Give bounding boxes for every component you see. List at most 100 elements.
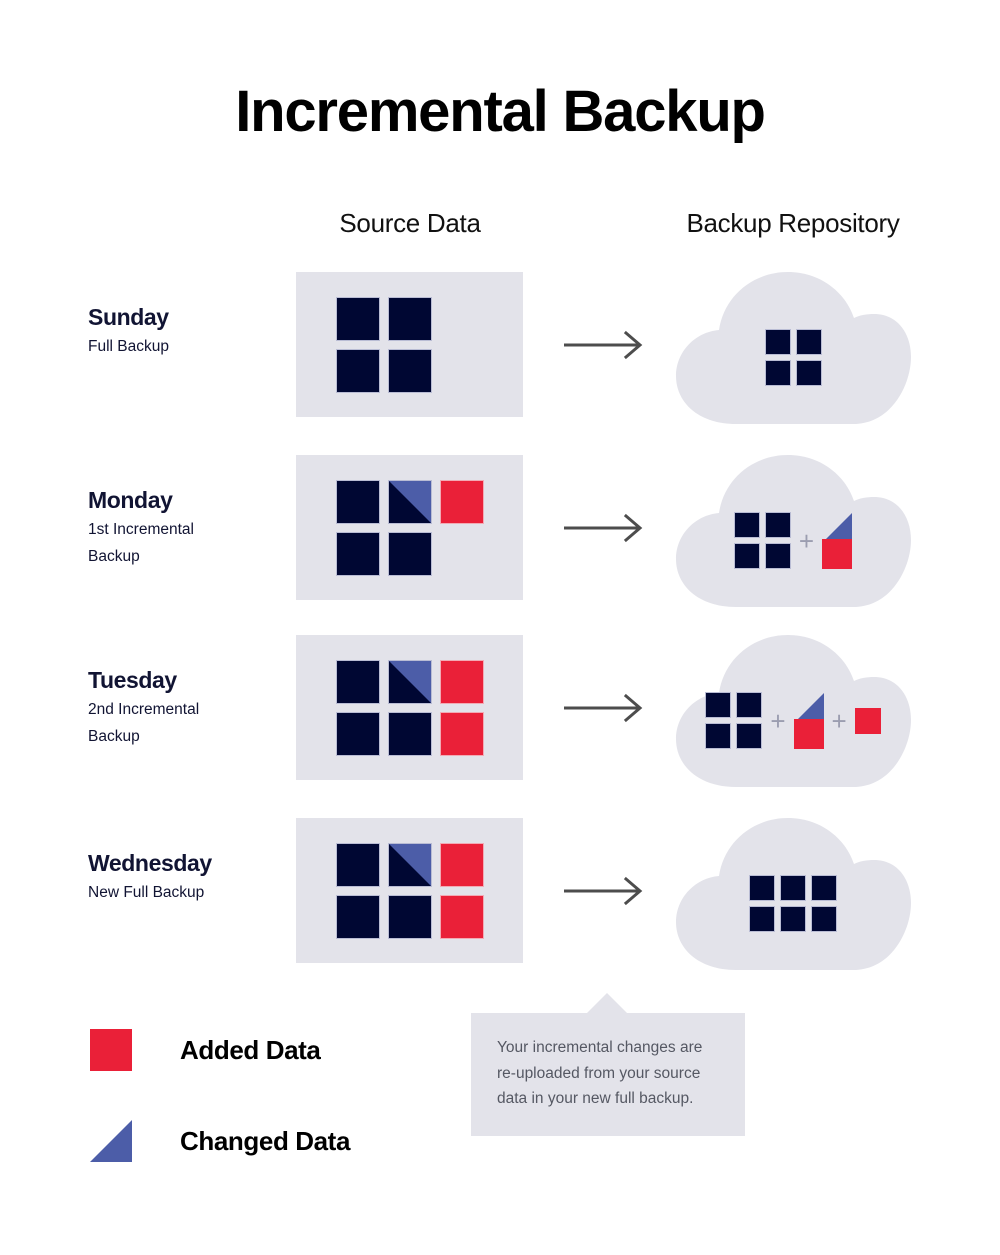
cloud-tile-navy xyxy=(749,906,775,932)
cloud-icon xyxy=(676,635,911,787)
cloud-tile-navy xyxy=(733,512,760,538)
callout-note: Your incremental changes are re-uploaded… xyxy=(471,1013,745,1136)
legend-item-added-data: Added Data xyxy=(90,1029,321,1071)
day-name: Wednesday xyxy=(88,850,212,876)
source-tile-added xyxy=(439,711,484,756)
day-label-sunday: Sunday Full Backup xyxy=(88,304,288,361)
source-tile-empty xyxy=(440,532,484,576)
source-tile-navy xyxy=(387,711,432,756)
arrow-right-icon xyxy=(564,693,643,723)
cloud-tile-grid xyxy=(764,329,822,386)
backup-row-monday: Monday 1st Incremental Backup + xyxy=(0,455,1000,607)
column-header-source-data: Source Data xyxy=(339,208,481,238)
triangle-changed-icon xyxy=(826,512,853,539)
cloud-icon xyxy=(676,455,911,607)
source-tile-grid xyxy=(335,659,484,756)
cloud-tile-added xyxy=(854,707,881,734)
source-tile-navy xyxy=(335,711,380,756)
cloud-tile-navy xyxy=(705,692,732,718)
cloud-content: + + xyxy=(668,627,918,792)
source-tile-changed xyxy=(387,842,432,887)
day-description: New Full Backup xyxy=(88,884,205,902)
source-data-panel-tuesday xyxy=(296,635,523,780)
cloud-tile-added xyxy=(822,538,853,569)
source-tile-added xyxy=(439,842,484,887)
source-tile-navy xyxy=(335,296,380,341)
source-tile-navy xyxy=(335,348,380,393)
day-name: Monday xyxy=(88,487,173,513)
source-tile-empty xyxy=(440,297,484,341)
source-tile-grid xyxy=(335,842,484,939)
source-tile-navy xyxy=(387,296,432,341)
legend-label: Changed Data xyxy=(180,1125,351,1156)
day-name: Sunday xyxy=(88,304,169,330)
cloud-content xyxy=(668,810,918,975)
plus-icon: + xyxy=(798,525,815,556)
arrow-right-icon xyxy=(564,876,643,906)
source-tile-grid xyxy=(335,296,484,393)
cloud-icon xyxy=(676,272,911,424)
arrow-right-icon xyxy=(564,513,643,543)
source-tile-changed xyxy=(387,659,432,704)
source-tile-empty xyxy=(440,349,484,393)
source-data-panel-wednesday xyxy=(296,818,523,963)
legend-item-changed-data: Changed Data xyxy=(90,1120,350,1162)
cloud-tile-navy xyxy=(795,329,822,355)
source-tile-navy xyxy=(335,531,380,576)
source-tile-changed xyxy=(387,479,432,524)
day-description: 2nd Incremental Backup xyxy=(88,701,200,746)
cloud-tile-navy xyxy=(811,875,837,901)
source-tile-grid xyxy=(335,479,484,576)
backup-repository-cloud-wednesday xyxy=(668,810,918,975)
cloud-tile-navy xyxy=(780,875,806,901)
source-tile-added xyxy=(439,894,484,939)
backup-row-sunday: Sunday Full Backup xyxy=(0,272,1000,424)
backup-repository-cloud-monday: + xyxy=(668,447,918,612)
cloud-increment-stack xyxy=(793,692,824,749)
source-tile-navy xyxy=(387,531,432,576)
page-title: Incremental Backup xyxy=(235,79,766,144)
cloud-tile-navy xyxy=(764,543,791,569)
cloud-tile-navy xyxy=(780,906,806,932)
day-label-monday: Monday 1st Incremental Backup xyxy=(88,487,288,571)
source-tile-added xyxy=(439,479,484,524)
cloud-tile-grid xyxy=(733,512,791,569)
source-data-panel-monday xyxy=(296,455,523,600)
day-label-wednesday: Wednesday New Full Backup xyxy=(88,850,288,907)
cloud-content xyxy=(668,264,918,429)
backup-repository-cloud-tuesday: + + xyxy=(668,627,918,792)
cloud-tile-navy xyxy=(733,543,760,569)
cloud-increment-stack xyxy=(822,512,853,569)
cloud-content: + xyxy=(668,447,918,612)
day-label-tuesday: Tuesday 2nd Incremental Backup xyxy=(88,667,288,751)
cloud-tile-navy xyxy=(764,360,791,386)
red-square-icon xyxy=(90,1029,132,1071)
column-header-backup-repository: Backup Repository xyxy=(686,208,900,238)
backup-row-tuesday: Tuesday 2nd Incremental Backup + xyxy=(0,635,1000,787)
source-data-panel-sunday xyxy=(296,272,523,417)
plus-icon: + xyxy=(770,705,786,736)
legend-label: Added Data xyxy=(180,1034,321,1065)
triangle-changed-icon xyxy=(797,692,824,719)
cloud-tile-navy xyxy=(811,906,837,932)
cloud-tile-navy xyxy=(795,360,822,386)
cloud-tile-navy xyxy=(764,512,791,538)
source-tile-added xyxy=(439,659,484,704)
cloud-tile-navy xyxy=(705,723,732,749)
source-tile-navy xyxy=(387,348,432,393)
cloud-tile-navy xyxy=(749,875,775,901)
cloud-tile-added xyxy=(793,718,824,749)
arrow-right-icon xyxy=(564,330,643,360)
cloud-tile-navy xyxy=(764,329,791,355)
blue-triangle-icon xyxy=(90,1120,132,1162)
day-name: Tuesday xyxy=(88,667,177,693)
cloud-tile-navy xyxy=(736,723,763,749)
cloud-tile-navy xyxy=(736,692,763,718)
callout-tail xyxy=(585,993,629,1015)
source-tile-navy xyxy=(387,894,432,939)
source-tile-navy xyxy=(335,842,380,887)
cloud-tile-grid xyxy=(705,692,763,749)
backup-repository-cloud-sunday xyxy=(668,264,918,429)
source-tile-navy xyxy=(335,659,380,704)
backup-row-wednesday: Wednesday New Full Backup xyxy=(0,818,1000,970)
